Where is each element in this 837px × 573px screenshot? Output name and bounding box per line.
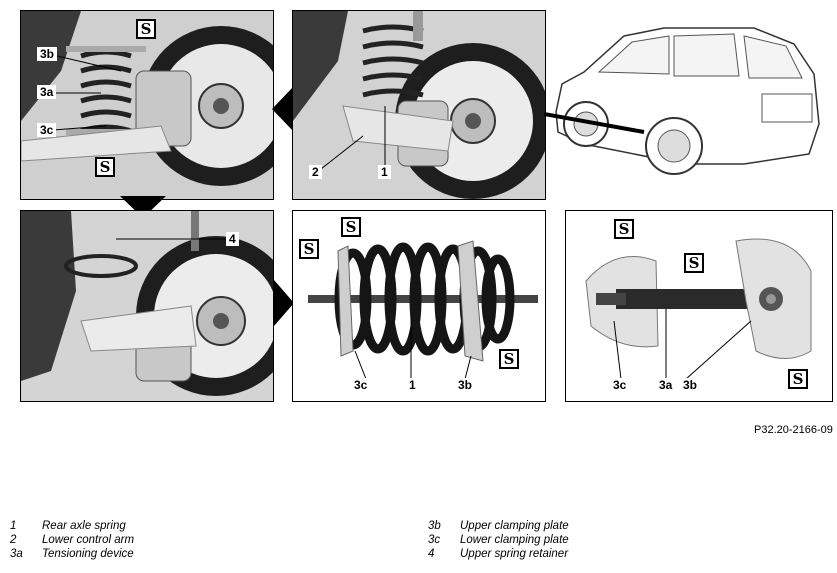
tool-icon: S (95, 157, 115, 177)
legend-text: Tensioning device (42, 548, 134, 560)
legend-item: 3a Tensioning device (10, 547, 134, 561)
legend-right: 3b Upper clamping plate 3c Lower clamping … (428, 519, 569, 561)
tool-icon: S (788, 369, 808, 389)
tool-icon: S (614, 219, 634, 239)
wheel-hub-illustration (293, 11, 545, 199)
legend-text: Upper clamping plate (460, 520, 569, 532)
callout-3b: 3b (37, 47, 58, 61)
tool-icon: S (299, 239, 319, 259)
legend-item: 2 Lower control arm (10, 533, 134, 547)
panel-tool-detail: S S S 3c 3a 3b (565, 210, 833, 402)
legend-number: 3a (10, 548, 23, 560)
legend-number: 1 (10, 520, 17, 532)
legend-number: 4 (428, 548, 435, 560)
legend-text: Upper spring retainer (460, 548, 569, 560)
callout-1: 1 (406, 378, 419, 392)
legend-item: 4 Upper spring retainer (428, 547, 569, 561)
callout-3c: 3c (37, 123, 57, 137)
panel-spring-in-tool: S S S 3c 1 3b (292, 210, 546, 402)
legend-left: 1 Rear axle spring 2 Lower control arm 3a T… (10, 519, 134, 561)
callout-1: 1 (378, 165, 391, 179)
legend-number: 3b (428, 520, 441, 532)
figure-code: P32.20-2166-09 (754, 424, 833, 436)
arrow-down-icon (120, 196, 166, 218)
callout-3c: 3c (351, 378, 371, 392)
vehicle-illustration (544, 27, 820, 175)
panel-spring-compressed: 3b 3a 3c S S (20, 10, 274, 200)
callout-3b: 3b (455, 378, 476, 392)
legend-number: 3c (428, 534, 441, 546)
panel-spring-installed: 2 1 (292, 10, 546, 200)
spring-compressor-illustration (293, 211, 545, 401)
legend-item: 3b Upper clamping plate (428, 519, 569, 533)
tensioning-device-illustration (566, 211, 832, 401)
legend-text: Rear axle spring (42, 520, 126, 532)
legend-text: Lower control arm (42, 534, 135, 546)
callout-3a: 3a (656, 378, 676, 392)
legend-item: 3c Lower clamping plate (428, 533, 569, 547)
callout-4: 4 (226, 232, 239, 246)
wheel-hub-illustration (21, 11, 273, 199)
tool-icon: S (499, 349, 519, 369)
callout-3b: 3b (680, 378, 701, 392)
legend-text: Lower clamping plate (460, 534, 569, 546)
panel-spring-removed: 4 (20, 210, 274, 402)
legend-number: 2 (10, 534, 17, 546)
tool-icon: S (136, 19, 156, 39)
callout-3a: 3a (37, 85, 57, 99)
callout-3c: 3c (610, 378, 630, 392)
arrow-right-icon (274, 280, 294, 326)
arrow-left-icon (272, 86, 294, 132)
tool-icon: S (684, 253, 704, 273)
legend-item: 1 Rear axle spring (10, 519, 134, 533)
callout-2: 2 (309, 165, 322, 179)
tool-icon: S (341, 217, 361, 237)
